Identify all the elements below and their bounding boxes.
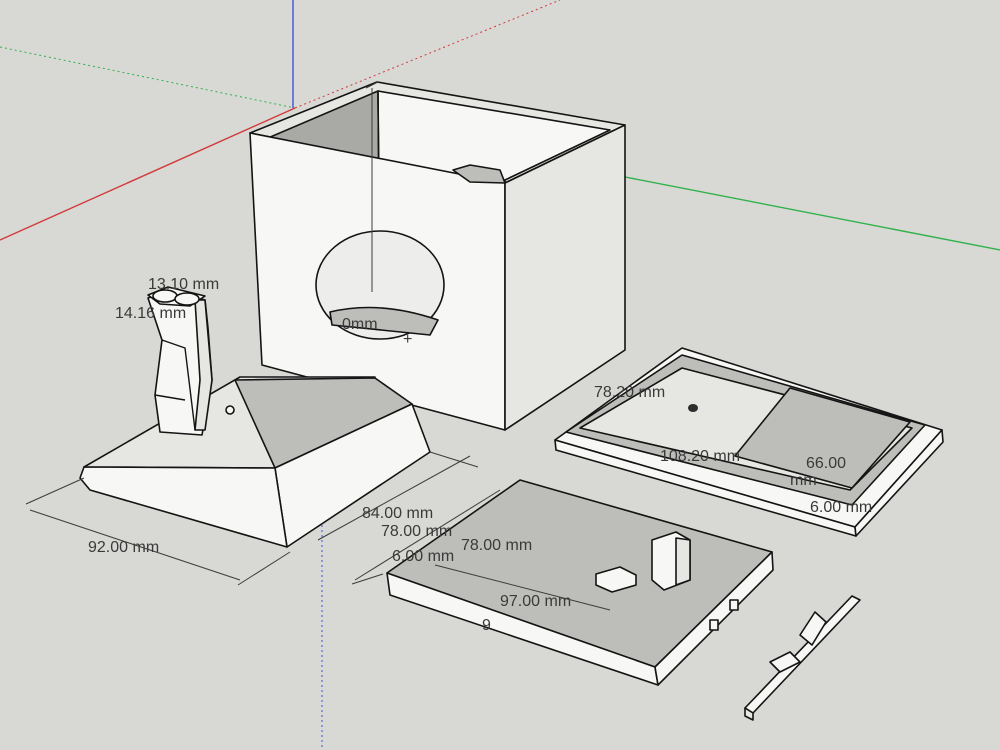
- dim-post-width: 13.10 mm: [148, 276, 219, 293]
- dim-box-inner: 0mm: [342, 316, 378, 333]
- dim-tray-length: 108.20 mm: [660, 448, 740, 465]
- bottom-plate[interactable]: 78.00 mm 6.00 mm 78.00 mm 97.00 mm 9: [351, 479, 774, 686]
- dim-post-depth: 14.16 mm: [115, 305, 186, 322]
- green-axis-dashed: [0, 46, 296, 109]
- dim-plate-inner: 78.00 mm: [461, 537, 532, 554]
- rail-clip[interactable]: [744, 595, 861, 721]
- dim-tray-thickness: 6.00 mm: [810, 499, 872, 516]
- stand-base[interactable]: 13.10 mm 14.16 mm 92.00 mm 84.00 mm: [25, 276, 479, 586]
- enclosure-box[interactable]: 0mm +: [249, 81, 626, 431]
- dim-tray-window: 66.00: [806, 455, 846, 472]
- dim-plate-width: 78.00 mm: [381, 523, 452, 540]
- dim-tray-fragment: mm: [790, 472, 817, 489]
- dim-base-width: 92.00 mm: [88, 539, 159, 556]
- dim-plate-fragment: 9: [482, 617, 491, 634]
- dim-tray-width: 78.20 mm: [594, 384, 665, 401]
- red-axis: [0, 107, 296, 241]
- dim-plate-length: 97.00 mm: [500, 593, 571, 610]
- dim-base-depth: 84.00 mm: [362, 505, 433, 522]
- dim-plate-thickness: 6.00 mm: [392, 548, 454, 565]
- dim-box-mark: +: [403, 331, 412, 348]
- top-tray[interactable]: 78.20 mm 108.20 mm 66.00 mm 6.00 mm: [554, 347, 944, 537]
- green-axis: [619, 175, 1000, 251]
